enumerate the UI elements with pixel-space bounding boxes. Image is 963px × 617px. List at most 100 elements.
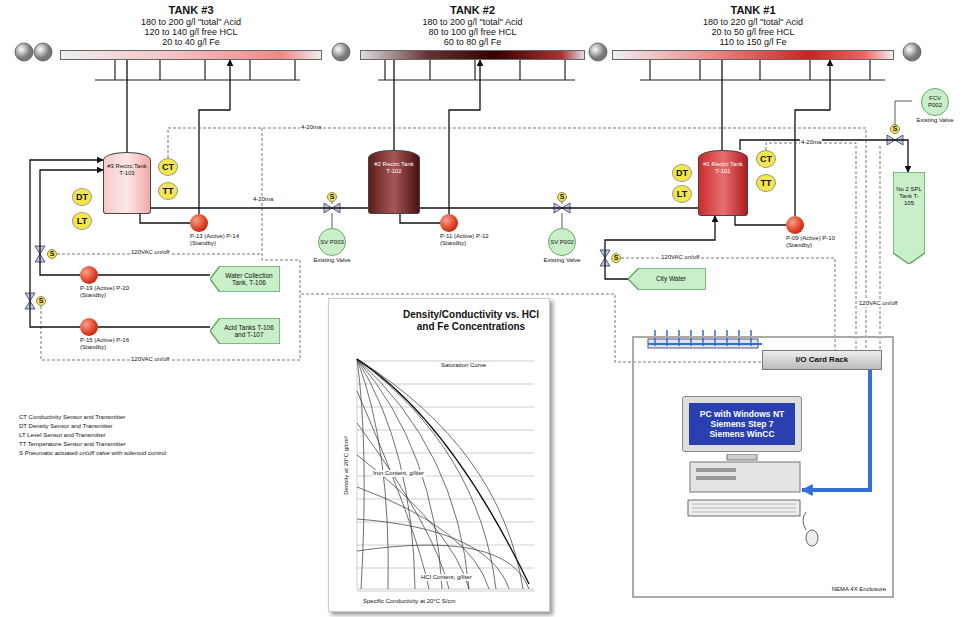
pump: P-11 (Active) P-12 (Standby): [440, 214, 492, 247]
feed-label: City Water: [656, 275, 686, 283]
tank-spec: 60 to 80 g/l Fe: [360, 37, 585, 47]
pump-symbol: [80, 318, 98, 336]
sensor-label: DT: [676, 168, 688, 178]
pump: P-19 (Active) P-20 (Standby): [80, 266, 132, 299]
solenoid-valve: SV P003Existing Valve: [312, 228, 352, 272]
recirc-label: T-103: [106, 170, 148, 177]
note-label: 120VAC on/off: [858, 300, 898, 307]
data-link: [802, 370, 870, 490]
feed-arrow: City Water: [628, 268, 706, 290]
pump-symbol: [440, 214, 458, 232]
note-label: 120VAC on/off: [130, 249, 170, 256]
sensor-label: LT: [677, 189, 687, 199]
solenoid-tag: S: [557, 192, 567, 202]
feed-arrow: Water Collection Tank, T-106: [210, 266, 280, 292]
tank-title: TANK #3: [60, 4, 322, 17]
mouse: [803, 512, 818, 546]
pump-label: P-15 (Active) P-16 (Standby): [80, 337, 132, 351]
outlet-arrow: No 2 SPL Tank T-105: [893, 172, 925, 264]
pipe-line: [199, 60, 230, 214]
signal-line: [168, 128, 866, 350]
tank-spec: 20 to 40 g/l Fe: [60, 37, 322, 47]
note-label: HCl Content, g/liter: [420, 574, 473, 581]
recirc-tank: #1 Recirc TankT-101: [698, 150, 748, 216]
pipe-line: [740, 140, 908, 172]
solenoid-valve: FCV P002Existing Valve: [912, 88, 958, 132]
note-label: Specific Conductivity at 20°C S/cm: [362, 598, 456, 605]
chart-curves: [329, 299, 549, 611]
tank-band: [60, 50, 322, 60]
sensor-bubble: CT: [158, 158, 178, 176]
pickle-tank: TANK #1180 to 220 g/l "total" Acid20 to …: [612, 4, 894, 60]
sensor-bubble: CT: [756, 150, 776, 168]
note-label: 120VAC on/off: [130, 356, 170, 363]
tank-spec: 110 to 150 g/l Fe: [612, 37, 894, 47]
note-label: 4-20ma: [252, 196, 274, 203]
pump: P-09 (Active) P-10 (Standby): [786, 216, 838, 249]
tank-spec: 180 to 220 g/l "total" Acid: [612, 17, 894, 27]
io-rack: I/O Card Rack: [762, 350, 882, 370]
pc-workstation: PC with Windows NT Siemens Step 7 Siemen…: [682, 396, 802, 546]
pipe-line: [400, 214, 440, 223]
pump-label: P-19 (Active) P-20 (Standby): [80, 285, 132, 299]
legend-line: DT Density Sensor and Transmitter: [18, 423, 114, 430]
pipe-line: [140, 214, 190, 223]
axis-label: Density at 20°C g/cm³: [343, 410, 350, 522]
recirc-label: T-101: [701, 168, 745, 175]
valve-tag: SV P003: [320, 239, 344, 246]
tank-band: [360, 50, 585, 60]
spray-header: [95, 60, 885, 80]
rack-label: I/O Card Rack: [763, 351, 881, 369]
outlet-label: No 2 SPL Tank T-105: [895, 186, 923, 207]
pc-hardware: [682, 454, 802, 524]
valve-bubble: SV P002: [548, 228, 576, 256]
valve-symbol: [25, 135, 903, 309]
pump-symbol: [190, 214, 208, 232]
chart-sheet: Density/Conductivity vs. HCl and Fe Conc…: [328, 298, 550, 612]
solenoid-link: [332, 101, 912, 228]
tank-title: TANK #1: [612, 4, 894, 17]
pipe-line: [98, 326, 210, 327]
feed-label: Acid Tanks T-106 and T-107: [221, 324, 277, 339]
chart-title: Density/Conductivity vs. HCl and Fe Conc…: [401, 309, 541, 333]
solenoid-tag: S: [327, 192, 337, 202]
valve-bubble: FCV P002: [921, 88, 949, 116]
valve-bubble: SV P003: [318, 228, 346, 256]
pipe-line: [735, 216, 786, 225]
tank-spec: 180 to 200 g/l "total" Acid: [60, 17, 322, 27]
tank-band: [612, 50, 894, 60]
legend-line: TT Temperature Sensor and Transmitter: [18, 441, 127, 448]
pump: P-15 (Active) P-16 (Standby): [80, 318, 132, 351]
pickle-tank: TANK #3180 to 200 g/l "total" Acid120 to…: [60, 4, 322, 60]
pipe-line: [98, 274, 210, 275]
pump-label: P-13 (Active) P-14 (Standby): [190, 233, 242, 247]
enclosure: NEMA 4X Enclosure I/O Card Rack PC with Wi…: [632, 336, 894, 598]
note-label: 120VAC on/off: [660, 254, 700, 261]
sensor-bubble: LT: [72, 212, 92, 230]
control-wire: [41, 128, 880, 362]
signal-label: 4-20ma: [300, 124, 322, 131]
monitor: PC with Windows NT Siemens Step 7 Siemen…: [682, 396, 802, 452]
tank-spec: 20 to 50 g/l free HCL: [612, 27, 894, 37]
solenoid-tag: S: [47, 249, 57, 259]
tank-spec: 120 to 140 g/l free HCL: [60, 27, 322, 37]
recirc-label: T-102: [371, 168, 417, 175]
pipe-line: [126, 60, 127, 152]
encl-label: NEMA 4X Enclosure: [832, 586, 886, 592]
pump-symbol: [80, 266, 98, 284]
sensor-bubble: DT: [72, 188, 92, 206]
solenoid-tag: S: [611, 253, 621, 263]
pump: P-13 (Active) P-14 (Standby): [190, 214, 242, 247]
note-label: Saturation Curve: [440, 362, 487, 369]
pump-symbol: [786, 216, 804, 234]
pipe-line: [449, 60, 480, 214]
sensor-bubble: DT: [672, 164, 692, 182]
sensor-bubble: TT: [158, 182, 178, 200]
solenoid-tag: S: [890, 124, 900, 134]
sensor-bubble: LT: [672, 185, 692, 203]
pipe-line: [795, 60, 830, 216]
signal-line: [766, 143, 856, 350]
valve-note: Existing Valve: [542, 257, 582, 264]
recirc-label: #2 Recirc Tank: [371, 161, 417, 168]
recirc-label: #3 Recirc Tank: [106, 163, 148, 170]
